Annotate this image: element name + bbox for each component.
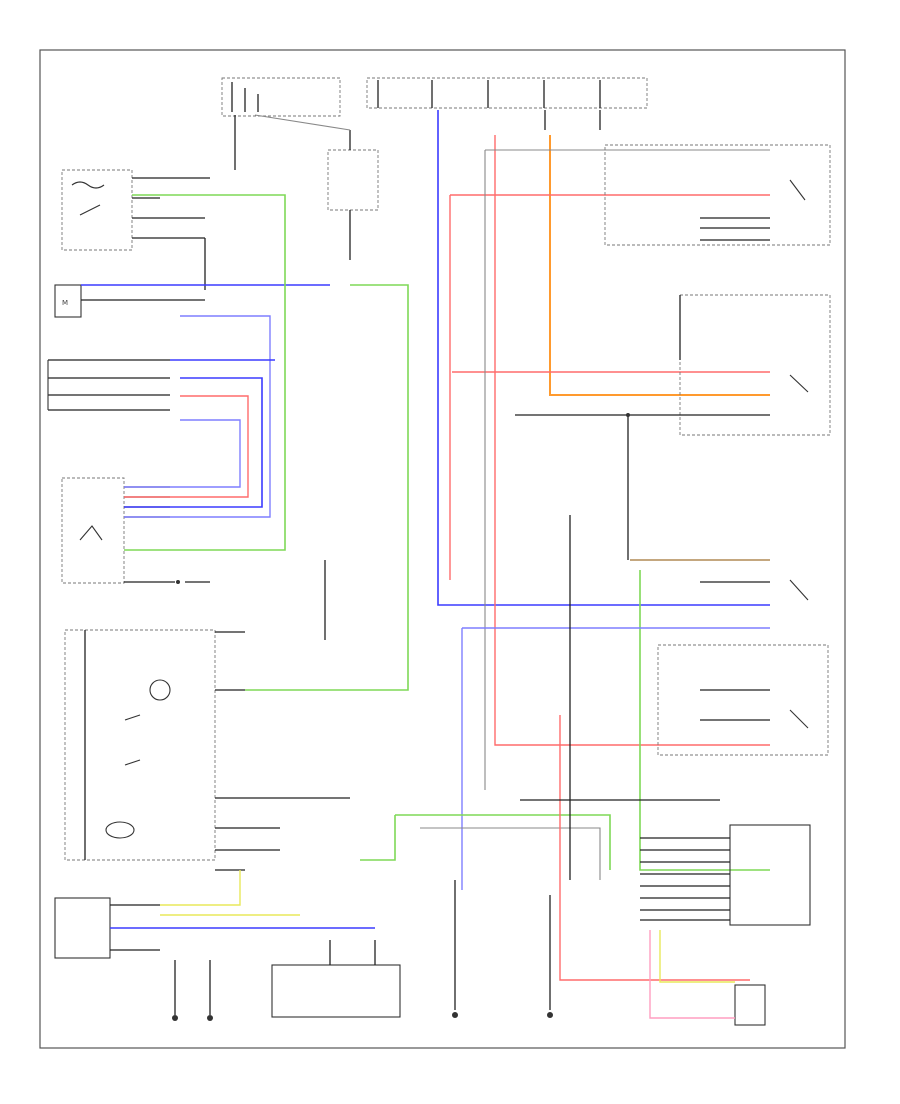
ground-icon: [547, 1012, 553, 1018]
svg-text:M: M: [62, 299, 68, 307]
fuse-box-right: [366, 77, 648, 109]
compressor-clutch-relay: [515, 413, 770, 560]
coolant-temp-sensor: [649, 930, 766, 1026]
relay-coil-icon: [71, 181, 105, 189]
ground-bottom-center: [452, 880, 553, 1018]
thermostat: [54, 870, 375, 959]
blower-motor: M: [54, 284, 330, 318]
radiator-fan-relay: [679, 294, 831, 436]
fuse-box-left: [221, 77, 341, 117]
compressor-relay-top: [327, 130, 379, 260]
blower-relay: [61, 169, 210, 290]
ground-icon: [207, 1015, 213, 1021]
condenser-fan-relay: [604, 144, 831, 246]
top-feed-wires: [234, 110, 601, 640]
lower-center-wires: [360, 515, 770, 981]
blower-switch-bundle: [124, 194, 286, 551]
ac-pressure-switch: [271, 940, 401, 1018]
fan-motor-icon: [105, 821, 135, 839]
switch-contact-icon: [79, 204, 101, 216]
radiator-fan-relay-lower: [700, 579, 809, 601]
blower-resistor: [47, 359, 170, 411]
ecm-connector: [640, 824, 811, 926]
condenser-fan-relay-lower: [657, 644, 829, 756]
blower-switch: [61, 477, 210, 584]
ground-icon: [172, 1015, 178, 1021]
ground-bottom-left: [172, 960, 213, 1021]
ground-icon: [452, 1012, 458, 1018]
heater-control-panel: [64, 629, 350, 871]
diagram-frame: [39, 49, 846, 1049]
center-trunk: [245, 110, 770, 871]
thermistor-icon: [149, 679, 171, 701]
switch-contact-icon: [79, 525, 103, 541]
